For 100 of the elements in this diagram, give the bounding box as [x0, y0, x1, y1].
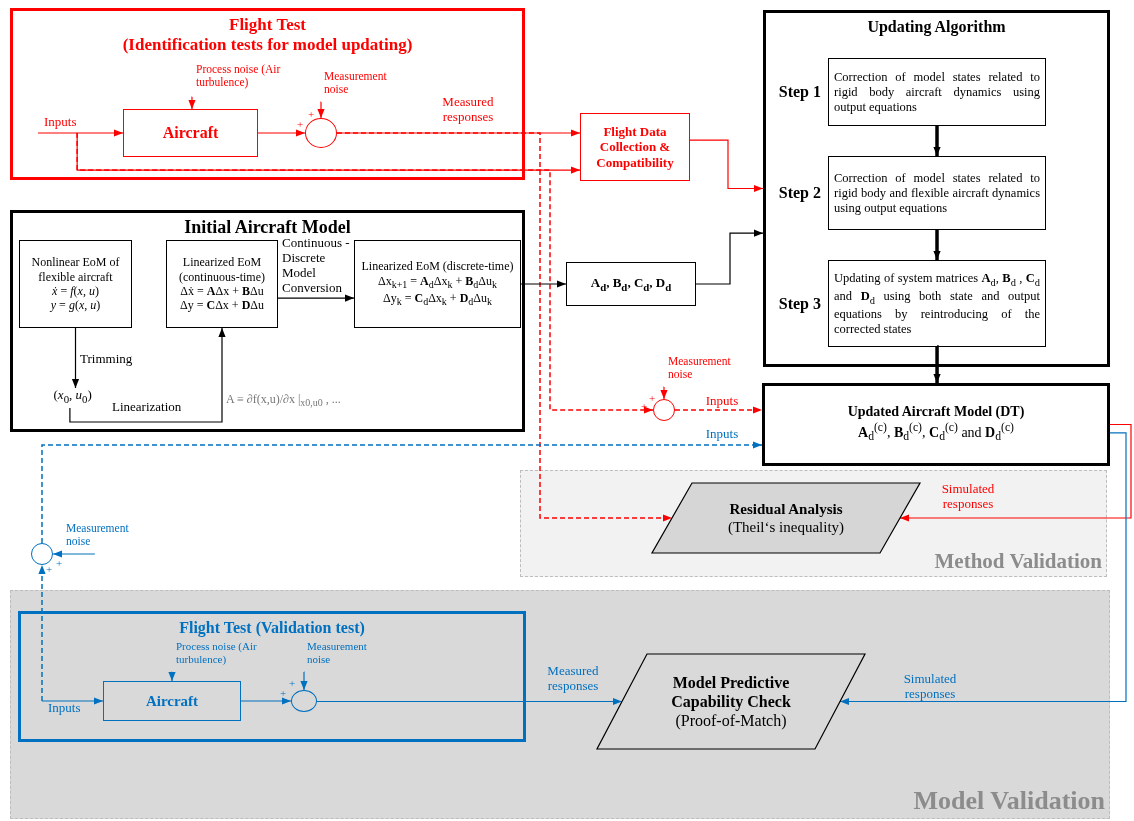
frame-title: Flight Test (Validation test)	[178, 618, 366, 638]
noise-label: Measurement noise	[60, 522, 145, 554]
zone-title: Model Validation	[913, 784, 1105, 816]
frame-title: (Identification tests for model updating)	[121, 35, 414, 56]
arrow	[38, 564, 46, 702]
equation: Δẋ = AΔx + BΔu	[179, 284, 265, 299]
equation-box	[19, 240, 132, 328]
input-label: Inputs	[38, 115, 83, 133]
algorithm-frame	[763, 10, 1110, 367]
formula-label: A ≡ ∂f(x,u)/∂x |$_{x0,u0}$ , ...	[226, 392, 341, 409]
arrow	[76, 132, 654, 414]
equation: Δx$_{k+1}$ = A$_{d}$Δx$_{k}$ + B$_{d}$Δu$_{k}$	[376, 273, 498, 292]
arrow	[257, 129, 306, 137]
step-label: Step 2	[778, 183, 821, 203]
model-box	[762, 383, 1110, 466]
arrow	[520, 280, 567, 288]
noise-label: Process noise (Air turbulence)	[190, 63, 300, 97]
flight-test-frame	[10, 8, 525, 180]
box-title: Linearized EoM (discrete-time)	[360, 259, 515, 274]
check-parallelogram	[597, 654, 865, 749]
plus-sign: +	[46, 564, 53, 575]
validation-zone	[10, 590, 1110, 819]
arrow	[317, 101, 325, 119]
box-label: Aircraft	[144, 692, 200, 710]
analysis-parallelogram	[652, 483, 920, 553]
plus-sign: +	[649, 393, 656, 404]
equation: ẋ = f(x, u)	[51, 284, 100, 299]
box-label: Aircraft	[161, 123, 220, 143]
arrow	[41, 441, 763, 544]
arrow	[300, 671, 308, 691]
arrow	[168, 671, 176, 682]
arrow	[52, 550, 96, 558]
step-description: Correction of model states related to rigid body and flexible aircraft dynamics using output equations	[834, 170, 1040, 216]
process-box	[580, 113, 690, 181]
edge-label: Linearization	[112, 400, 183, 415]
plus-sign: +	[308, 109, 315, 120]
step-label: Step 1	[778, 82, 821, 102]
box-label: Flight Data Collection & Compatibility	[595, 123, 675, 171]
zone-title: Method Validation	[934, 548, 1102, 574]
equation-box	[166, 240, 278, 328]
plus-sign: +	[297, 119, 304, 130]
arrow	[839, 432, 1127, 706]
edge-label: Inputs	[704, 394, 740, 409]
plus-sign: +	[280, 688, 287, 699]
edge-label: Simulated responses	[902, 672, 958, 702]
arrow	[899, 423, 1132, 522]
arrow	[316, 697, 623, 706]
arrow	[933, 230, 941, 260]
input-label: Inputs	[42, 701, 90, 719]
noise-label: Measurement noise	[662, 355, 750, 387]
arrow	[660, 386, 668, 400]
validation-zone	[520, 470, 1107, 577]
box-title: Updated Aircraft Model (DT)	[846, 404, 1026, 422]
noise-label: Measurement noise	[301, 640, 391, 672]
edge-label: Trimming	[80, 352, 134, 367]
step-description: Correction of model states related to rigid body aircraft dynamics using output equations	[834, 69, 1040, 115]
plus-sign: +	[641, 401, 648, 412]
edge-label: Measured responses	[441, 95, 495, 125]
flight-test-frame	[18, 611, 526, 742]
aircraft-block	[123, 109, 258, 157]
arrow	[674, 406, 763, 414]
edge-label: Simulated responses	[940, 482, 996, 512]
model-frame	[10, 210, 525, 432]
equation-box	[354, 240, 521, 328]
frame-title: Initial Aircraft Model	[183, 217, 352, 239]
arrow	[933, 345, 941, 383]
edge-label: Continuous -Discrete Model Conversion	[282, 236, 351, 296]
arrow	[71, 327, 80, 389]
step-description: Updating of system matrices A$_{d}$, B$_{d}$ , C$_{d}$ and D$_{d}$ using both state and output equations by reintroducing of the corrected states	[834, 270, 1040, 337]
arrow	[41, 697, 104, 705]
equation: Δy = CΔx + DΔu	[179, 298, 265, 313]
arrow	[695, 229, 764, 285]
frame-title: Flight Test	[228, 15, 307, 36]
arrow	[188, 96, 196, 110]
box-label: A$_{d}$, B$_{d}$, C$_{d}$, D$_{d}$	[589, 274, 673, 294]
noise-label: Process noise (Air turbulence)	[170, 640, 275, 672]
edge-label: Measured responses	[546, 664, 600, 694]
arrow	[277, 294, 355, 302]
shape-title: Residual Analysis	[729, 500, 843, 518]
arrow	[689, 139, 764, 193]
shape-title: Model Predictive Capability Check	[670, 672, 792, 712]
noise-label: Measurement noise	[318, 70, 410, 102]
box-title: Linearized EoM (continuous-time)	[178, 255, 266, 284]
edge-label: Inputs	[704, 427, 740, 442]
equation: y = g(x, u)	[48, 298, 102, 313]
equation: Δy$_{k}$ = C$_{d}$Δx$_{k}$ + D$_{d}$Δu$_{k}$	[381, 291, 494, 309]
frame-title: Updating Algorithm	[866, 17, 1007, 37]
shape-subtitle: (Proof-of-Match)	[675, 711, 787, 731]
arrow	[240, 697, 292, 705]
arrow	[69, 327, 226, 423]
trim-point-label: (x$_{0}$, u$_{0}$)	[47, 388, 104, 408]
plus-sign: +	[289, 678, 296, 689]
arrow	[37, 129, 124, 137]
arrow	[336, 132, 673, 522]
arrow	[933, 126, 941, 156]
plus-sign: +	[56, 558, 63, 569]
step-label: Step 3	[778, 293, 821, 314]
matrix-box	[566, 262, 696, 306]
aircraft-block	[103, 681, 241, 721]
shape-subtitle: (Theil‘s inequality)	[727, 518, 845, 536]
